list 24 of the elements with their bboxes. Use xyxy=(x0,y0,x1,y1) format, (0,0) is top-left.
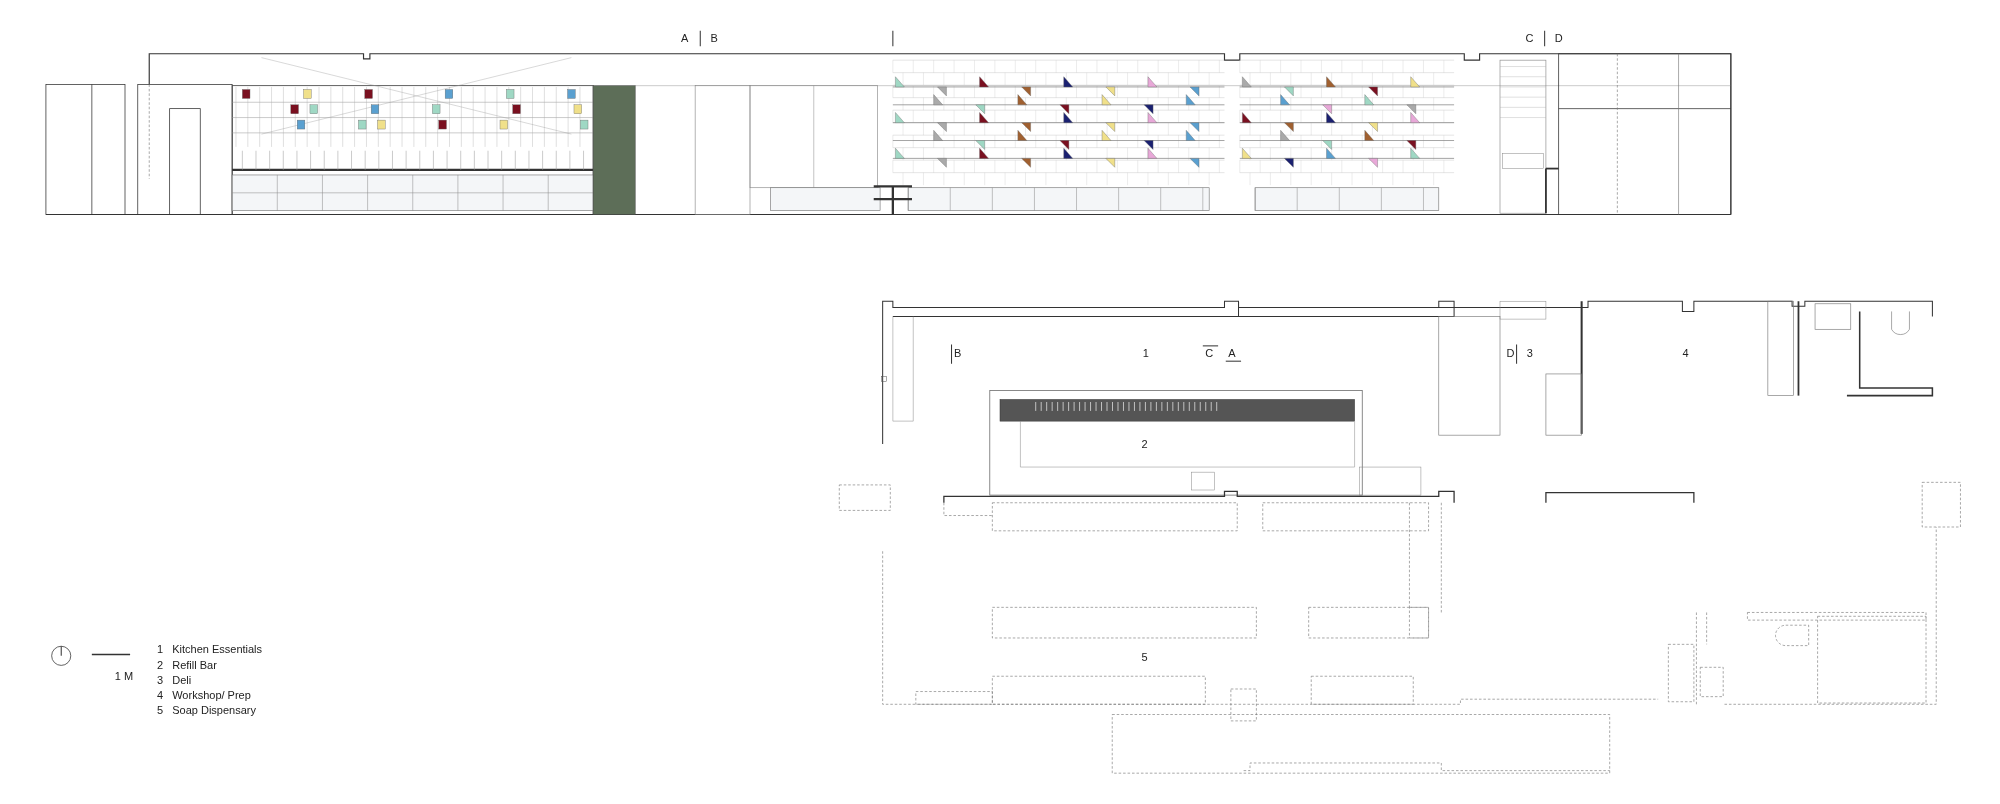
section-marker-letter: C xyxy=(1525,32,1534,44)
section-marker-letter: A xyxy=(681,32,689,44)
legend-number: 5 xyxy=(156,704,163,716)
section-marker-letter: B xyxy=(710,32,718,44)
section-marker-letter: D xyxy=(1554,32,1563,44)
legend-number: 2 xyxy=(156,659,163,671)
room-number: 1 xyxy=(1142,347,1149,359)
room-number: 3 xyxy=(1526,347,1533,359)
section-marker-letter: A xyxy=(1228,347,1236,359)
legend-text: Kitchen Essentials xyxy=(172,643,263,655)
room-number: 4 xyxy=(1682,347,1689,359)
legend-number: 4 xyxy=(156,689,163,701)
room-number: 5 xyxy=(1141,651,1148,663)
room-number: 2 xyxy=(1141,438,1148,450)
section-marker-letter: D xyxy=(1506,347,1515,359)
legend-text: Refill Bar xyxy=(172,659,217,671)
legend-text: Workshop/ Prep xyxy=(172,689,251,701)
legend-number: 1 xyxy=(156,643,163,655)
section-marker-letter: C xyxy=(1205,347,1214,359)
legend-text: Deli xyxy=(172,674,192,686)
scale-label: 1 M xyxy=(114,670,134,682)
section-marker-letter: B xyxy=(954,347,962,359)
legend-text: Soap Dispensary xyxy=(172,704,256,716)
legend-number: 3 xyxy=(156,674,163,686)
